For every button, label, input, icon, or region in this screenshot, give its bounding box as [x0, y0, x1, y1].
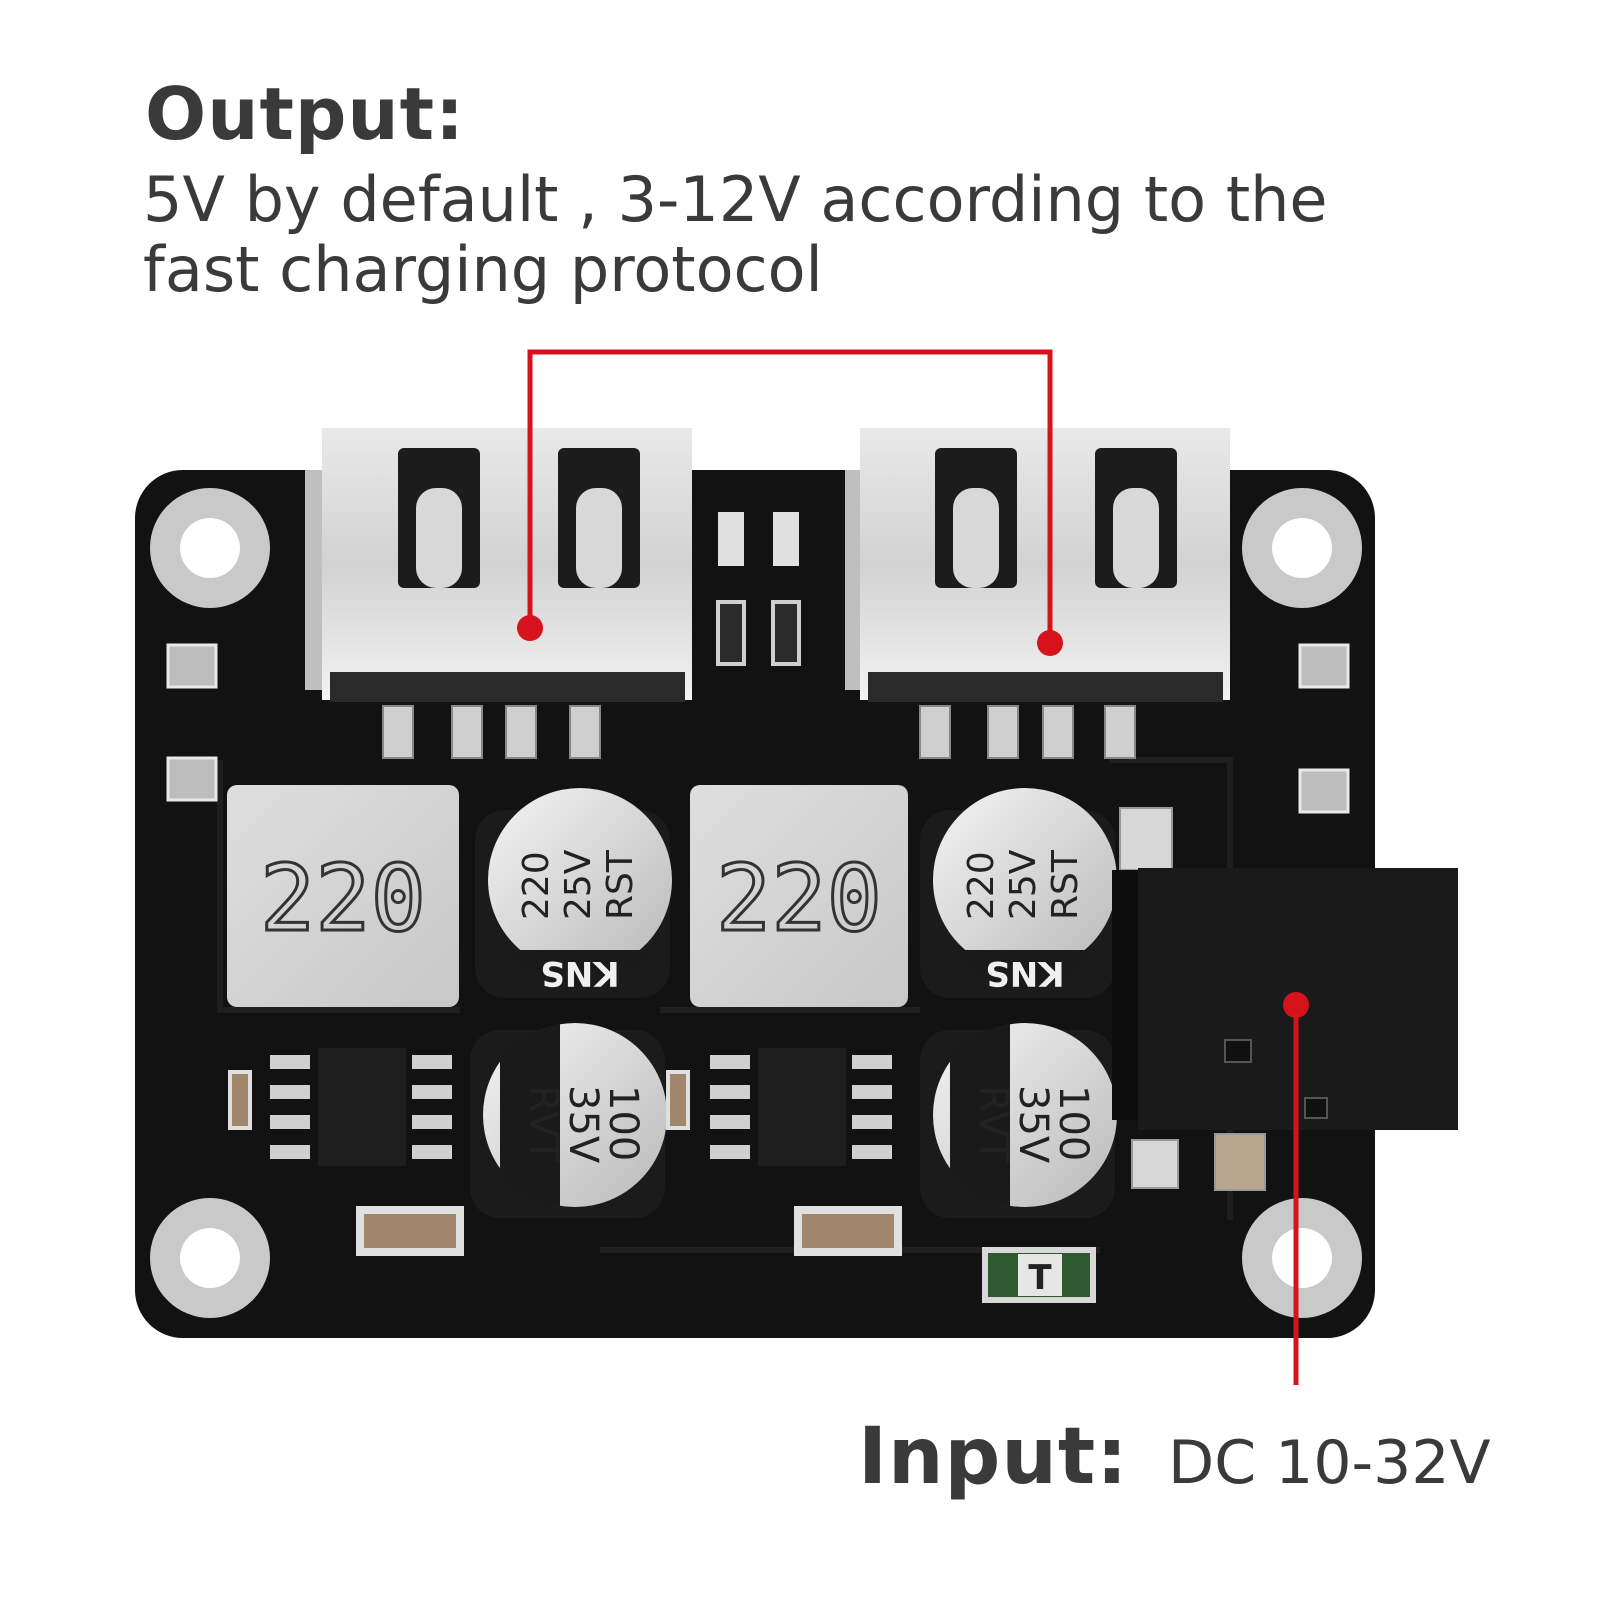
- fuse: T: [982, 1247, 1096, 1303]
- usb-port-left: [305, 428, 692, 759]
- mounting-hole-top-right: [1242, 488, 1362, 608]
- ic-chip-right: [710, 1048, 892, 1166]
- svg-text:220: 220: [516, 851, 557, 920]
- ceramic-capacitors: [228, 1070, 902, 1256]
- input-voltage-range: DC 10-32V: [1168, 1428, 1491, 1498]
- mounting-hole-top-left: [150, 488, 270, 608]
- smd-resistors-center: [716, 512, 801, 666]
- svg-text:220: 220: [716, 845, 882, 952]
- svg-text:35V: 35V: [1010, 1085, 1056, 1164]
- mounting-hole-bottom-left: [150, 1198, 270, 1318]
- mounting-hole-bottom-right: [1242, 1198, 1362, 1318]
- capacitor-100uf-right: 100 35V RVT: [920, 1023, 1117, 1218]
- svg-text:100: 100: [1050, 1085, 1096, 1161]
- output-description: 5V by default , 3-12V according to the f…: [143, 163, 1328, 306]
- test-pads: [166, 643, 1350, 814]
- svg-text:KNS: KNS: [985, 953, 1064, 993]
- svg-text:220: 220: [961, 851, 1002, 920]
- svg-text:25V: 25V: [1003, 849, 1044, 920]
- inductor-right: 220: [690, 785, 908, 1007]
- diodes: [1119, 807, 1266, 1191]
- input-callout-dot: [1283, 992, 1309, 1018]
- svg-text:25V: 25V: [558, 849, 599, 920]
- capacitor-220uf-right: 220 25V RST KNS: [920, 788, 1117, 998]
- svg-text:35V: 35V: [560, 1085, 606, 1164]
- svg-text:220: 220: [260, 845, 426, 952]
- output-callout: [527, 349, 1053, 643]
- svg-text:RST: RST: [1045, 849, 1086, 920]
- input-title: Input:: [858, 1412, 1129, 1502]
- inductor-left: 220: [227, 785, 459, 1007]
- svg-text:100: 100: [600, 1085, 646, 1161]
- svg-text:RST: RST: [600, 849, 641, 920]
- output-title: Output:: [145, 72, 465, 156]
- output-callout-dot-right: [1037, 630, 1063, 656]
- capacitor-220uf-left: 220 25V RST KNS: [475, 788, 672, 998]
- capacitor-100uf-left: 100 35V RVT: [470, 1023, 667, 1218]
- svg-text:T: T: [1028, 1258, 1052, 1298]
- svg-text:KNS: KNS: [540, 953, 619, 993]
- svg-text:RVT: RVT: [520, 1085, 566, 1163]
- ic-chip-left: [270, 1048, 452, 1166]
- output-callout-dot-left: [517, 615, 543, 641]
- svg-text:RVT: RVT: [970, 1085, 1016, 1163]
- usb-port-right: [845, 428, 1230, 759]
